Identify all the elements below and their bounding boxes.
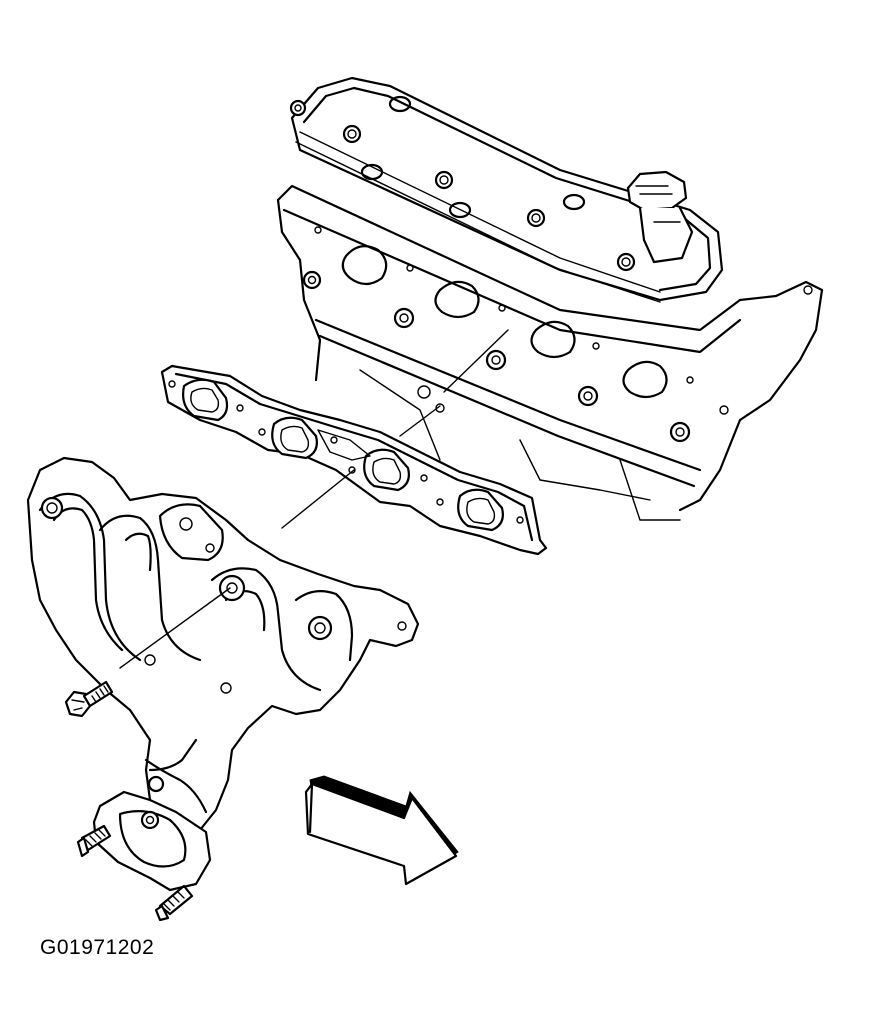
figure-id-label: G01971202 xyxy=(40,936,155,959)
exhaust-studs xyxy=(76,824,194,922)
manifold-bolt xyxy=(64,680,114,718)
cylinder-head xyxy=(276,76,824,521)
exhaust-manifold-gasket xyxy=(160,364,548,556)
front-direction-arrow xyxy=(304,775,459,886)
alignment-lines xyxy=(119,329,509,669)
exhaust-manifold xyxy=(26,456,420,892)
